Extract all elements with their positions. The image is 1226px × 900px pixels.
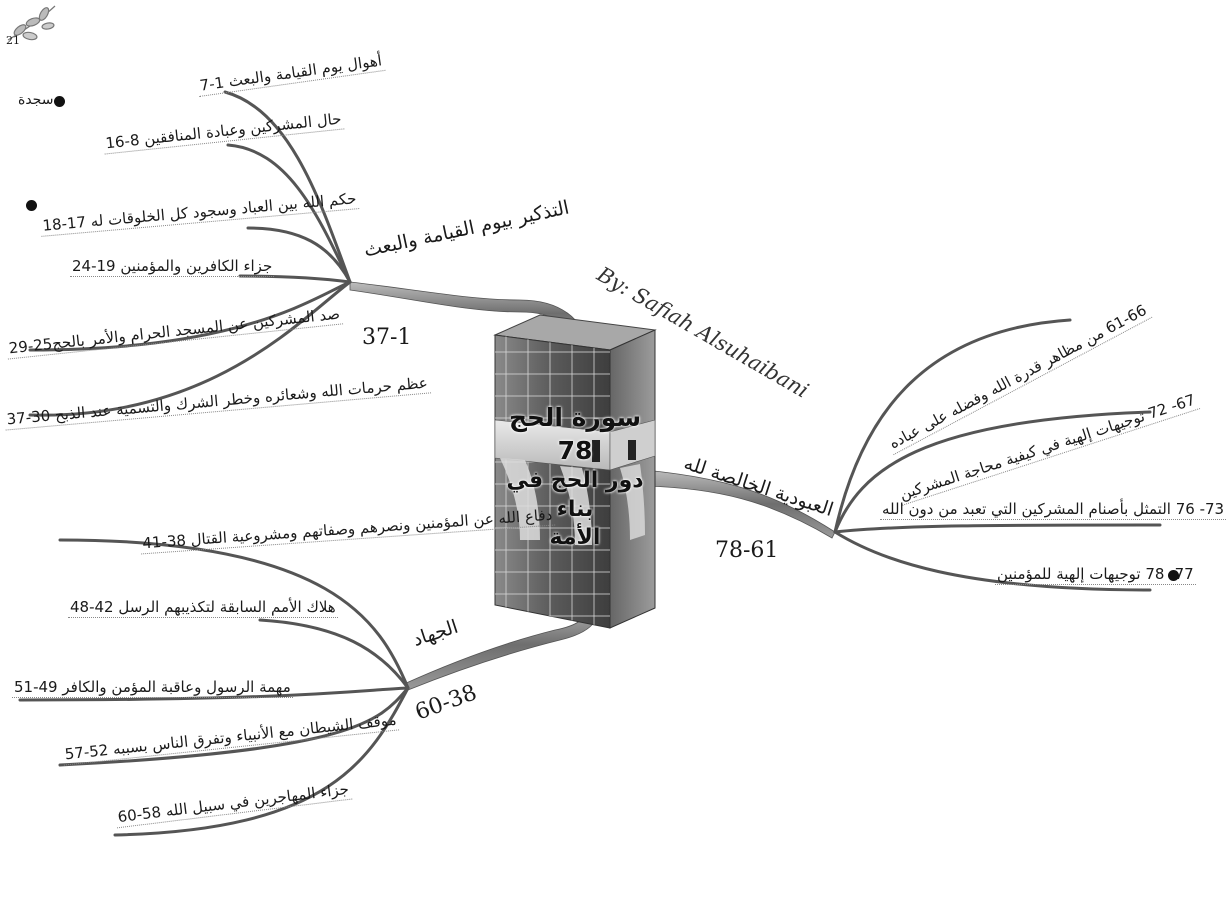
center-theme-cont: الأمة <box>549 525 601 551</box>
center-theme: دور الحج في بناء <box>506 468 644 522</box>
center-verse-count: 78 <box>557 435 593 465</box>
kaaba-icon <box>493 314 657 629</box>
arm-ubudiya <box>644 469 836 539</box>
sajda-marker-3-icon <box>1168 570 1179 581</box>
sajda-label: سجدة <box>18 92 54 108</box>
qiyama-item-4: جزاء الكافرين والمؤمنين 19-24 <box>70 257 275 277</box>
sajda-marker-icon <box>54 96 65 107</box>
page-number: 21 <box>6 34 20 47</box>
qiyama-sub-branches <box>28 90 352 417</box>
mind-map-canvas <box>7 5 1162 837</box>
ubudiya-item-3: 73- 76 التمثل بأصنام المشركين التي تعبد … <box>880 500 1226 520</box>
ubudiya-item-4: 77- 78 توجيهات إلهية للمؤمنين <box>995 565 1196 585</box>
jihad-item-3: مهمة الرسول وعاقبة المؤمن والكافر 49-51 <box>12 678 293 698</box>
center-topic: سورة الحج 78 دور الحج في بناء الأمة <box>490 402 660 553</box>
jihad-sub-branches <box>18 538 410 837</box>
ubudiya-sub-branches <box>833 318 1162 592</box>
leaf-ornament-icon <box>7 5 56 41</box>
branch-range-ubudiya: 78-61 <box>715 538 779 563</box>
center-title: سورة الحج <box>508 403 642 432</box>
jihad-item-2: هلاك الأمم السابقة لتكذيبهم الرسل 42-48 <box>68 598 338 618</box>
branch-range-qiyama: 37-1 <box>362 325 412 350</box>
sajda-marker-2-icon <box>26 200 37 211</box>
